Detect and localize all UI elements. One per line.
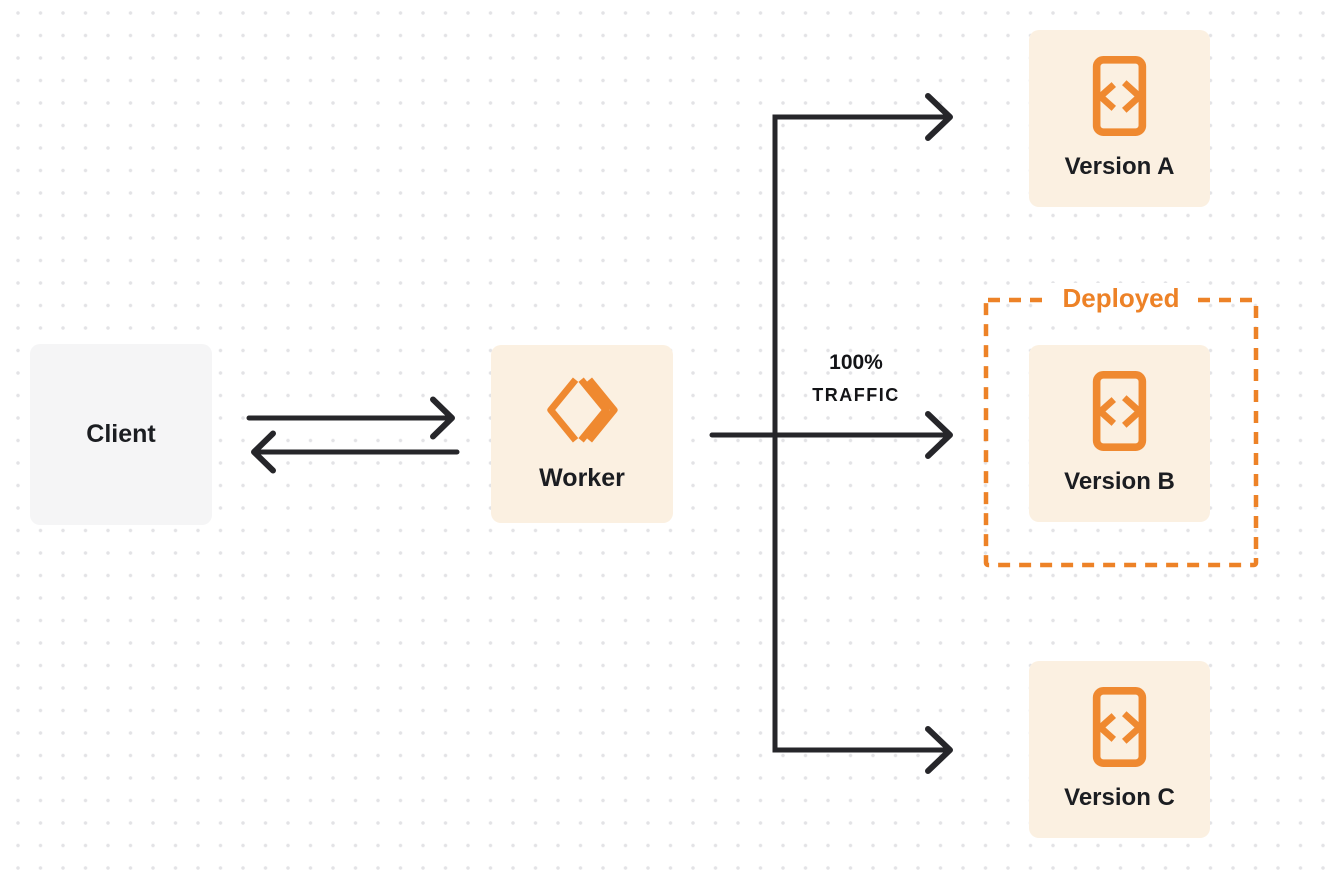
arrowhead-worker-to-client <box>251 430 276 474</box>
version-a-node: Version A <box>1029 30 1210 207</box>
client-label: Client <box>86 420 156 448</box>
deployed-outline: Deployed <box>983 283 1259 568</box>
arrowhead-client-to-worker <box>430 396 455 440</box>
version-b-node: Version B <box>1029 345 1210 522</box>
traffic-word-text: TRAFFIC <box>812 385 900 405</box>
version-a-label: Version A <box>1064 153 1175 180</box>
version-c-label: Version C <box>1064 784 1175 811</box>
arrowhead-version-a <box>925 93 953 141</box>
version-b-label: Version B <box>1064 468 1175 495</box>
client-node: Client <box>30 344 212 525</box>
code-file-icon <box>1092 687 1147 767</box>
arrowhead-version-b <box>925 411 953 459</box>
deployed-label: Deployed <box>1050 283 1192 313</box>
worker-label: Worker <box>539 463 625 492</box>
traffic-label: 100% TRAFFIC <box>780 351 932 406</box>
traffic-percent-text: 100% <box>829 351 883 374</box>
code-file-icon <box>1092 371 1147 451</box>
version-c-node: Version C <box>1029 661 1210 838</box>
worker-node: Worker <box>491 345 673 523</box>
arrowhead-version-c <box>925 726 953 774</box>
workers-logo-icon <box>547 376 618 443</box>
code-file-icon <box>1092 56 1147 136</box>
